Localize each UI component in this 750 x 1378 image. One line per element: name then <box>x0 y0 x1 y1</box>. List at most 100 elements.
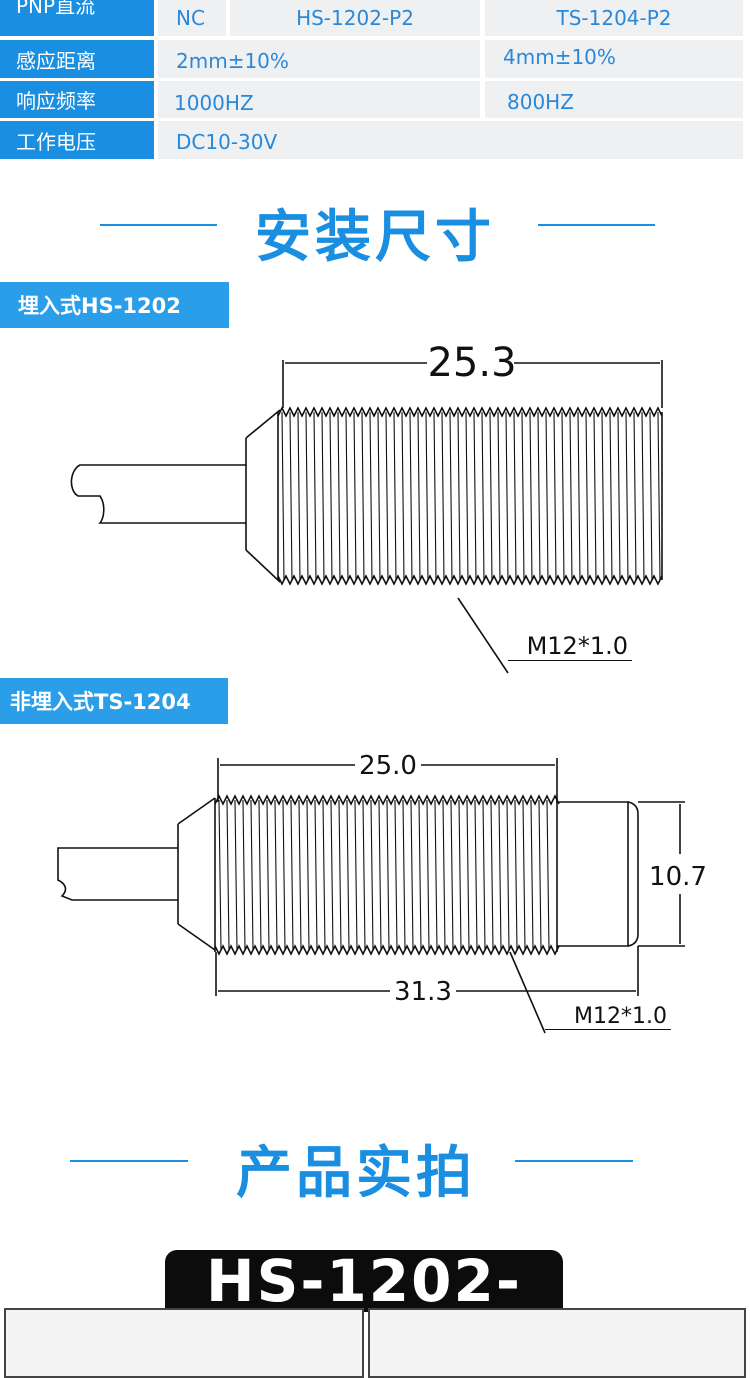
thread-line <box>506 799 510 951</box>
thread-line <box>617 411 621 581</box>
thread-line <box>354 799 358 951</box>
thread-line <box>401 411 405 581</box>
thread-line <box>377 411 381 581</box>
thread-line <box>514 799 518 951</box>
thread-line <box>234 799 238 951</box>
dim-length-label: 25.3 <box>427 340 516 386</box>
thread-line <box>282 799 286 951</box>
thread-line <box>297 411 301 581</box>
thread-line <box>657 411 661 581</box>
title-line-right <box>538 224 655 226</box>
embedded-drawing: 25.3 <box>70 340 663 674</box>
thread-line <box>281 411 285 581</box>
table-cell: 800HZ <box>485 81 743 118</box>
thread-line <box>290 799 294 951</box>
thread-line <box>450 799 454 951</box>
row-label: 感应距离 <box>0 40 154 78</box>
thread-line <box>418 799 422 951</box>
thread-line <box>322 799 326 951</box>
thread-line <box>306 799 310 951</box>
thread-edge <box>277 406 663 418</box>
thread-line <box>553 411 557 581</box>
thread-line <box>330 799 334 951</box>
thread-line <box>313 411 317 581</box>
thread-line <box>649 411 653 581</box>
dim-total-length-label: 31.3 <box>394 977 452 1007</box>
row-label: 工作电压 <box>0 121 154 159</box>
thread-line <box>545 411 549 581</box>
thread-line <box>625 411 629 581</box>
thread-line <box>361 411 365 581</box>
thread-line <box>497 411 501 581</box>
thread-line <box>490 799 494 951</box>
thread-spec-label-2: M12*1.0 <box>545 1004 671 1030</box>
row-label: 响应频率 <box>0 81 154 118</box>
dim-thread-length-label: 25.0 <box>359 751 417 781</box>
table-cell: HS-1202-P2 <box>230 0 480 36</box>
model-badge: HS-1202-E1 <box>165 1250 563 1374</box>
thread-line <box>505 411 509 581</box>
thread-line <box>593 411 597 581</box>
thread-edge <box>214 794 560 806</box>
thread-line <box>473 411 477 581</box>
thread-line <box>425 411 429 581</box>
title-line-left <box>100 224 217 226</box>
thread-line <box>226 799 230 951</box>
thread-line <box>457 411 461 581</box>
non-embedded-tag: 非埋入式TS-1204 <box>0 678 228 724</box>
thread-line <box>289 411 293 581</box>
thread-line <box>402 799 406 951</box>
thread-line <box>242 799 246 951</box>
thread-line <box>522 799 526 951</box>
thread-line <box>274 799 278 951</box>
thread-line <box>569 411 573 581</box>
product-photo-right <box>368 1308 746 1378</box>
thread-line <box>417 411 421 581</box>
thread-line <box>266 799 270 951</box>
thread-line <box>530 799 534 951</box>
thread-line <box>474 799 478 951</box>
thread-edge <box>277 574 663 586</box>
thread-line <box>449 411 453 581</box>
thread-line <box>561 411 565 581</box>
thread-line <box>410 799 414 951</box>
thread-line <box>482 799 486 951</box>
thread-line <box>338 799 342 951</box>
thread-line <box>426 799 430 951</box>
thread-line <box>433 411 437 581</box>
thread-line <box>441 411 445 581</box>
table-cell: NC <box>158 0 226 36</box>
thread-line <box>370 799 374 951</box>
thread-line <box>577 411 581 581</box>
thread-line <box>378 799 382 951</box>
thread-line <box>585 411 589 581</box>
thread-line <box>537 411 541 581</box>
thread-line <box>538 799 542 951</box>
thread-line <box>258 799 262 951</box>
title-line-left <box>70 1160 188 1162</box>
thread-line <box>329 411 333 581</box>
thread-line <box>498 799 502 951</box>
section-title: 产品实拍 <box>236 1141 476 1206</box>
thread-line <box>321 411 325 581</box>
thread-line <box>529 411 533 581</box>
product-photo-left <box>4 1308 364 1378</box>
thread-line <box>601 411 605 581</box>
dim-diameter-label: 10.7 <box>649 862 707 892</box>
thread-line <box>394 799 398 951</box>
thread-line <box>218 799 222 951</box>
thread-line <box>481 411 485 581</box>
thread-line <box>345 411 349 581</box>
thread-line <box>434 799 438 951</box>
thread-line <box>298 799 302 951</box>
thread-line <box>489 411 493 581</box>
thread-line <box>521 411 525 581</box>
embedded-tag: 埋入式HS-1202 <box>0 282 229 328</box>
thread-line <box>609 411 613 581</box>
thread-line <box>641 411 645 581</box>
thread-line <box>369 411 373 581</box>
thread-line <box>305 411 309 581</box>
thread-line <box>250 799 254 951</box>
section-title: 安装尺寸 <box>255 205 495 270</box>
thread-line <box>409 411 413 581</box>
